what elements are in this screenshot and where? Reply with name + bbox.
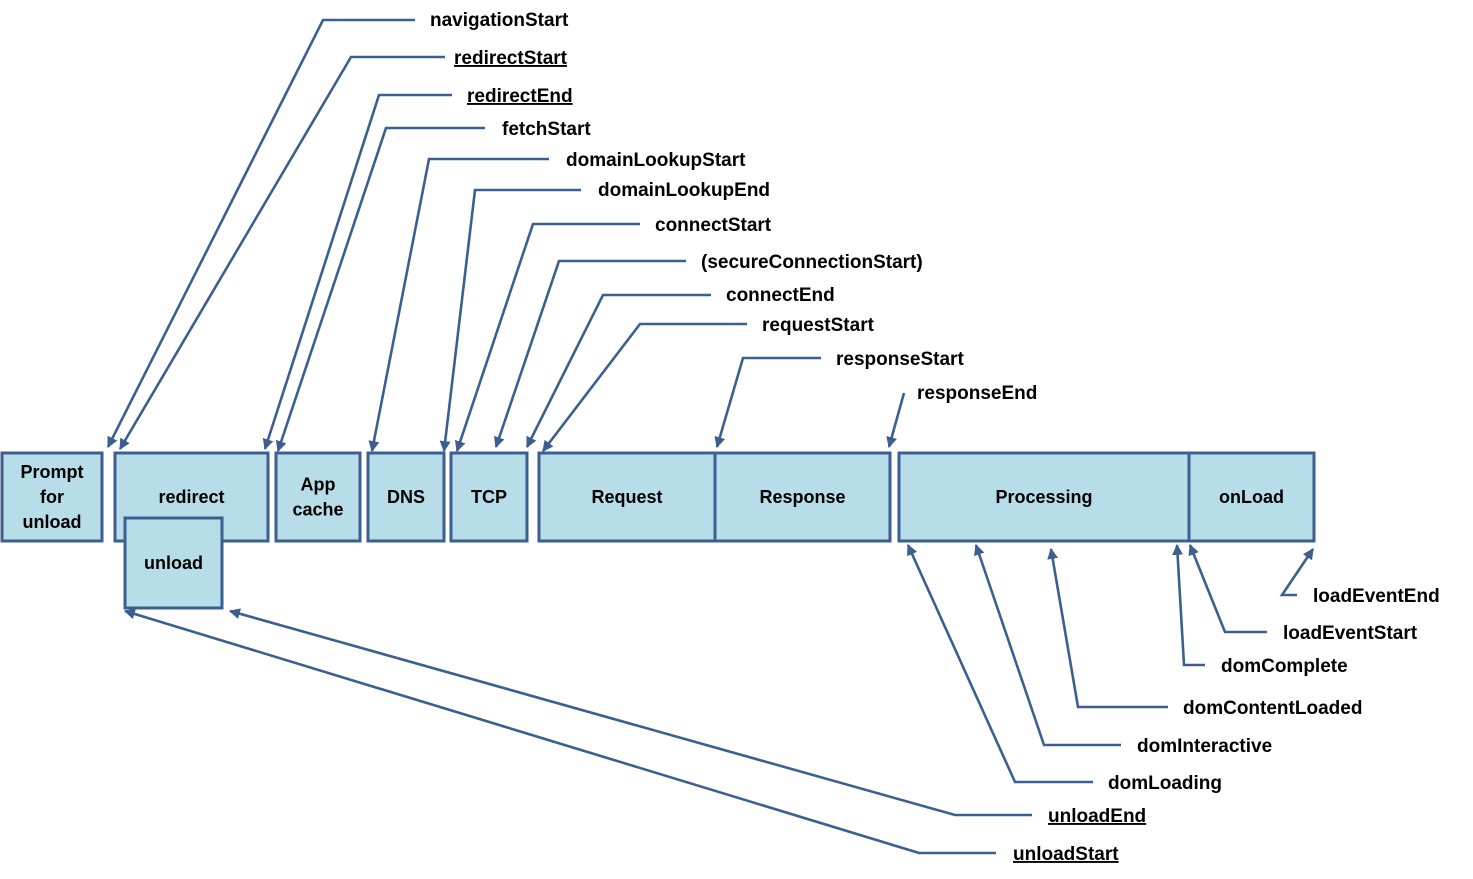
phase-label-prompt: Prompt [21, 462, 84, 482]
phase-label-prompt: unload [23, 512, 82, 532]
event-label-unloadStart: unloadStart [1013, 844, 1119, 865]
phase-request: Request [537, 451, 717, 543]
leader-domLoading [906, 543, 1093, 784]
event-label-fetchStart: fetchStart [502, 119, 591, 140]
phase-label-response: Response [759, 487, 845, 507]
phase-label-appcache: App [301, 475, 336, 495]
event-label-redirectEnd: redirectEnd [467, 86, 573, 107]
phase-boxes: Prompt for unload redirect unload App cache DNS… [0, 451, 1316, 610]
phase-label-dns: DNS [387, 487, 425, 507]
leader-domainLookupEnd [439, 188, 581, 453]
phase-box-tcp [449, 451, 529, 543]
leader-requestStart [541, 322, 747, 452]
leader-domInteractive [973, 543, 1121, 747]
phase-box-onload [1187, 451, 1316, 543]
event-label-unloadEnd: unloadEnd [1048, 806, 1146, 827]
phase-box-prompt [0, 451, 104, 543]
event-label-domainLookupStart: domainLookupStart [566, 150, 746, 171]
phase-label-tcp: TCP [471, 487, 507, 507]
phase-processing: Processing [897, 451, 1191, 543]
event-label-requestStart: requestStart [762, 315, 875, 336]
phase-response: Response [713, 451, 892, 543]
event-label-domainLookupEnd: domainLookupEnd [598, 180, 770, 201]
event-label-domInteractive: domInteractive [1137, 736, 1272, 757]
event-label-connectEnd: connectEnd [726, 285, 835, 306]
leader-loadEventStart [1188, 543, 1267, 634]
phase-label-appcache: cache [292, 500, 343, 520]
phase-prompt: Prompt for unload [0, 451, 104, 543]
phase-label-onload: onLoad [1219, 487, 1284, 507]
leader-navigationStart [106, 18, 415, 448]
event-label-loadEventEnd: loadEventEnd [1313, 586, 1440, 607]
phase-box-response [713, 451, 892, 543]
phase-box-processing [897, 451, 1191, 543]
event-label-loadEventStart: loadEventStart [1283, 623, 1418, 644]
phase-unload: unload [123, 516, 224, 610]
phase-box-dns [366, 451, 446, 543]
leader-responseEnd [886, 392, 906, 449]
event-label-domContentLoaded: domContentLoaded [1183, 698, 1362, 719]
event-labels: navigationStart redirectStart redirectEnd f… [430, 10, 1440, 865]
event-label-responseStart: responseStart [836, 349, 964, 370]
event-label-secureConnectionStart: (secureConnectionStart) [701, 252, 923, 273]
phase-box-appcache [274, 451, 362, 543]
phase-onload: onLoad [1187, 451, 1316, 543]
event-label-domComplete: domComplete [1221, 656, 1348, 677]
leader-responseStart [714, 356, 821, 449]
leader-secureConnectionStart [493, 259, 686, 449]
leader-unloadStart [123, 608, 996, 855]
leader-lines [106, 18, 1315, 855]
leader-connectStart [454, 222, 640, 453]
phase-box-unload [123, 516, 224, 610]
phase-label-prompt: for [40, 487, 64, 507]
phase-tcp: TCP [449, 451, 529, 543]
phase-label-processing: Processing [995, 487, 1092, 507]
leader-domContentLoaded [1047, 547, 1168, 709]
leader-connectEnd [525, 293, 711, 448]
phase-appcache: App cache [274, 451, 362, 543]
event-label-responseEnd: responseEnd [917, 383, 1037, 404]
event-label-domLoading: domLoading [1108, 773, 1222, 794]
leader-domComplete [1172, 543, 1205, 667]
event-label-connectStart: connectStart [655, 215, 772, 236]
phase-label-redirect: redirect [158, 487, 224, 507]
leader-redirectStart [118, 55, 445, 450]
event-label-navigationStart: navigationStart [430, 10, 569, 31]
phase-dns: DNS [366, 451, 446, 543]
leader-domainLookupStart [368, 157, 549, 453]
phase-label-unload: unload [144, 553, 203, 573]
phase-label-request: Request [591, 487, 662, 507]
leader-loadEventEnd [1279, 548, 1315, 597]
leader-unloadEnd [228, 608, 1032, 817]
leader-redirectEnd [262, 93, 452, 451]
leader-fetchStart [275, 126, 485, 453]
event-label-redirectStart: redirectStart [454, 48, 568, 69]
